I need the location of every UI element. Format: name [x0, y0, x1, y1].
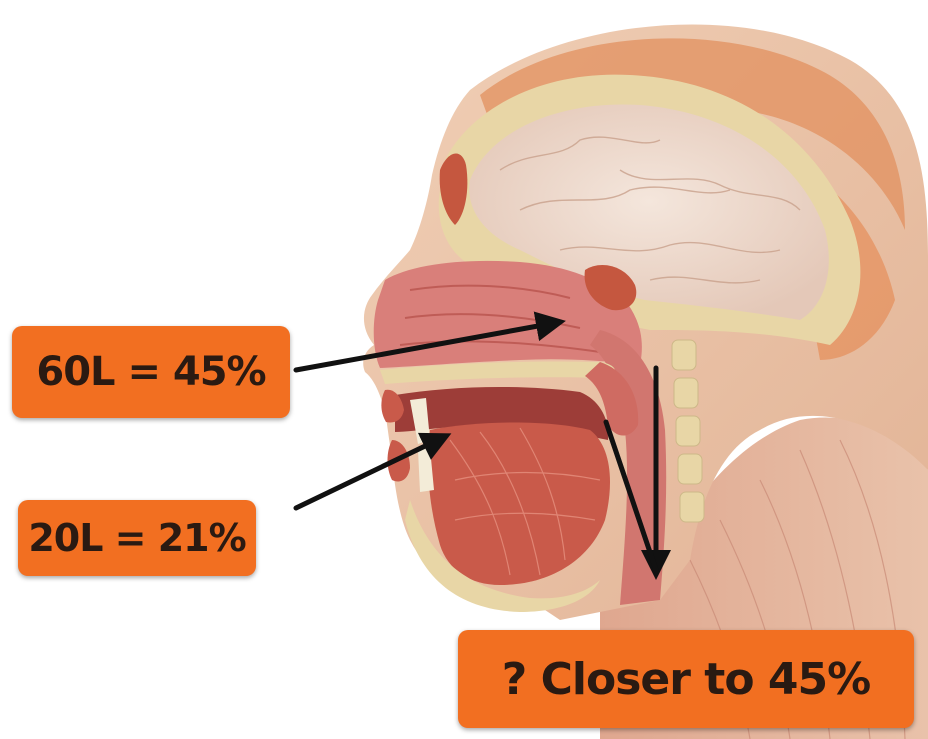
oral-flow-label: 20L = 21%: [18, 500, 256, 576]
pharynx-result-label: ? Closer to 45%: [458, 630, 914, 728]
nasal-flow-label: 60L = 45%: [12, 326, 290, 418]
